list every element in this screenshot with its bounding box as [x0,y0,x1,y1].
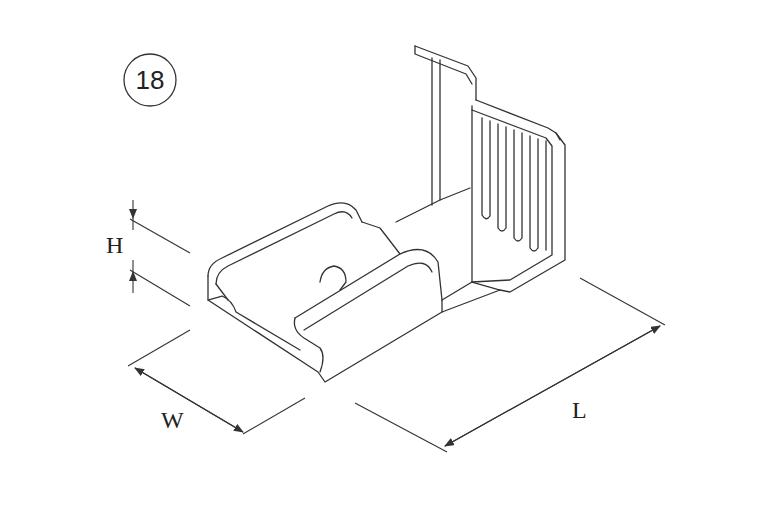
callout-circle: 18 [123,53,177,107]
callout-number: 18 [136,65,165,96]
dimension-label: W [159,408,186,432]
dimension-label: H [104,233,125,257]
dimension-label: L [570,398,589,422]
